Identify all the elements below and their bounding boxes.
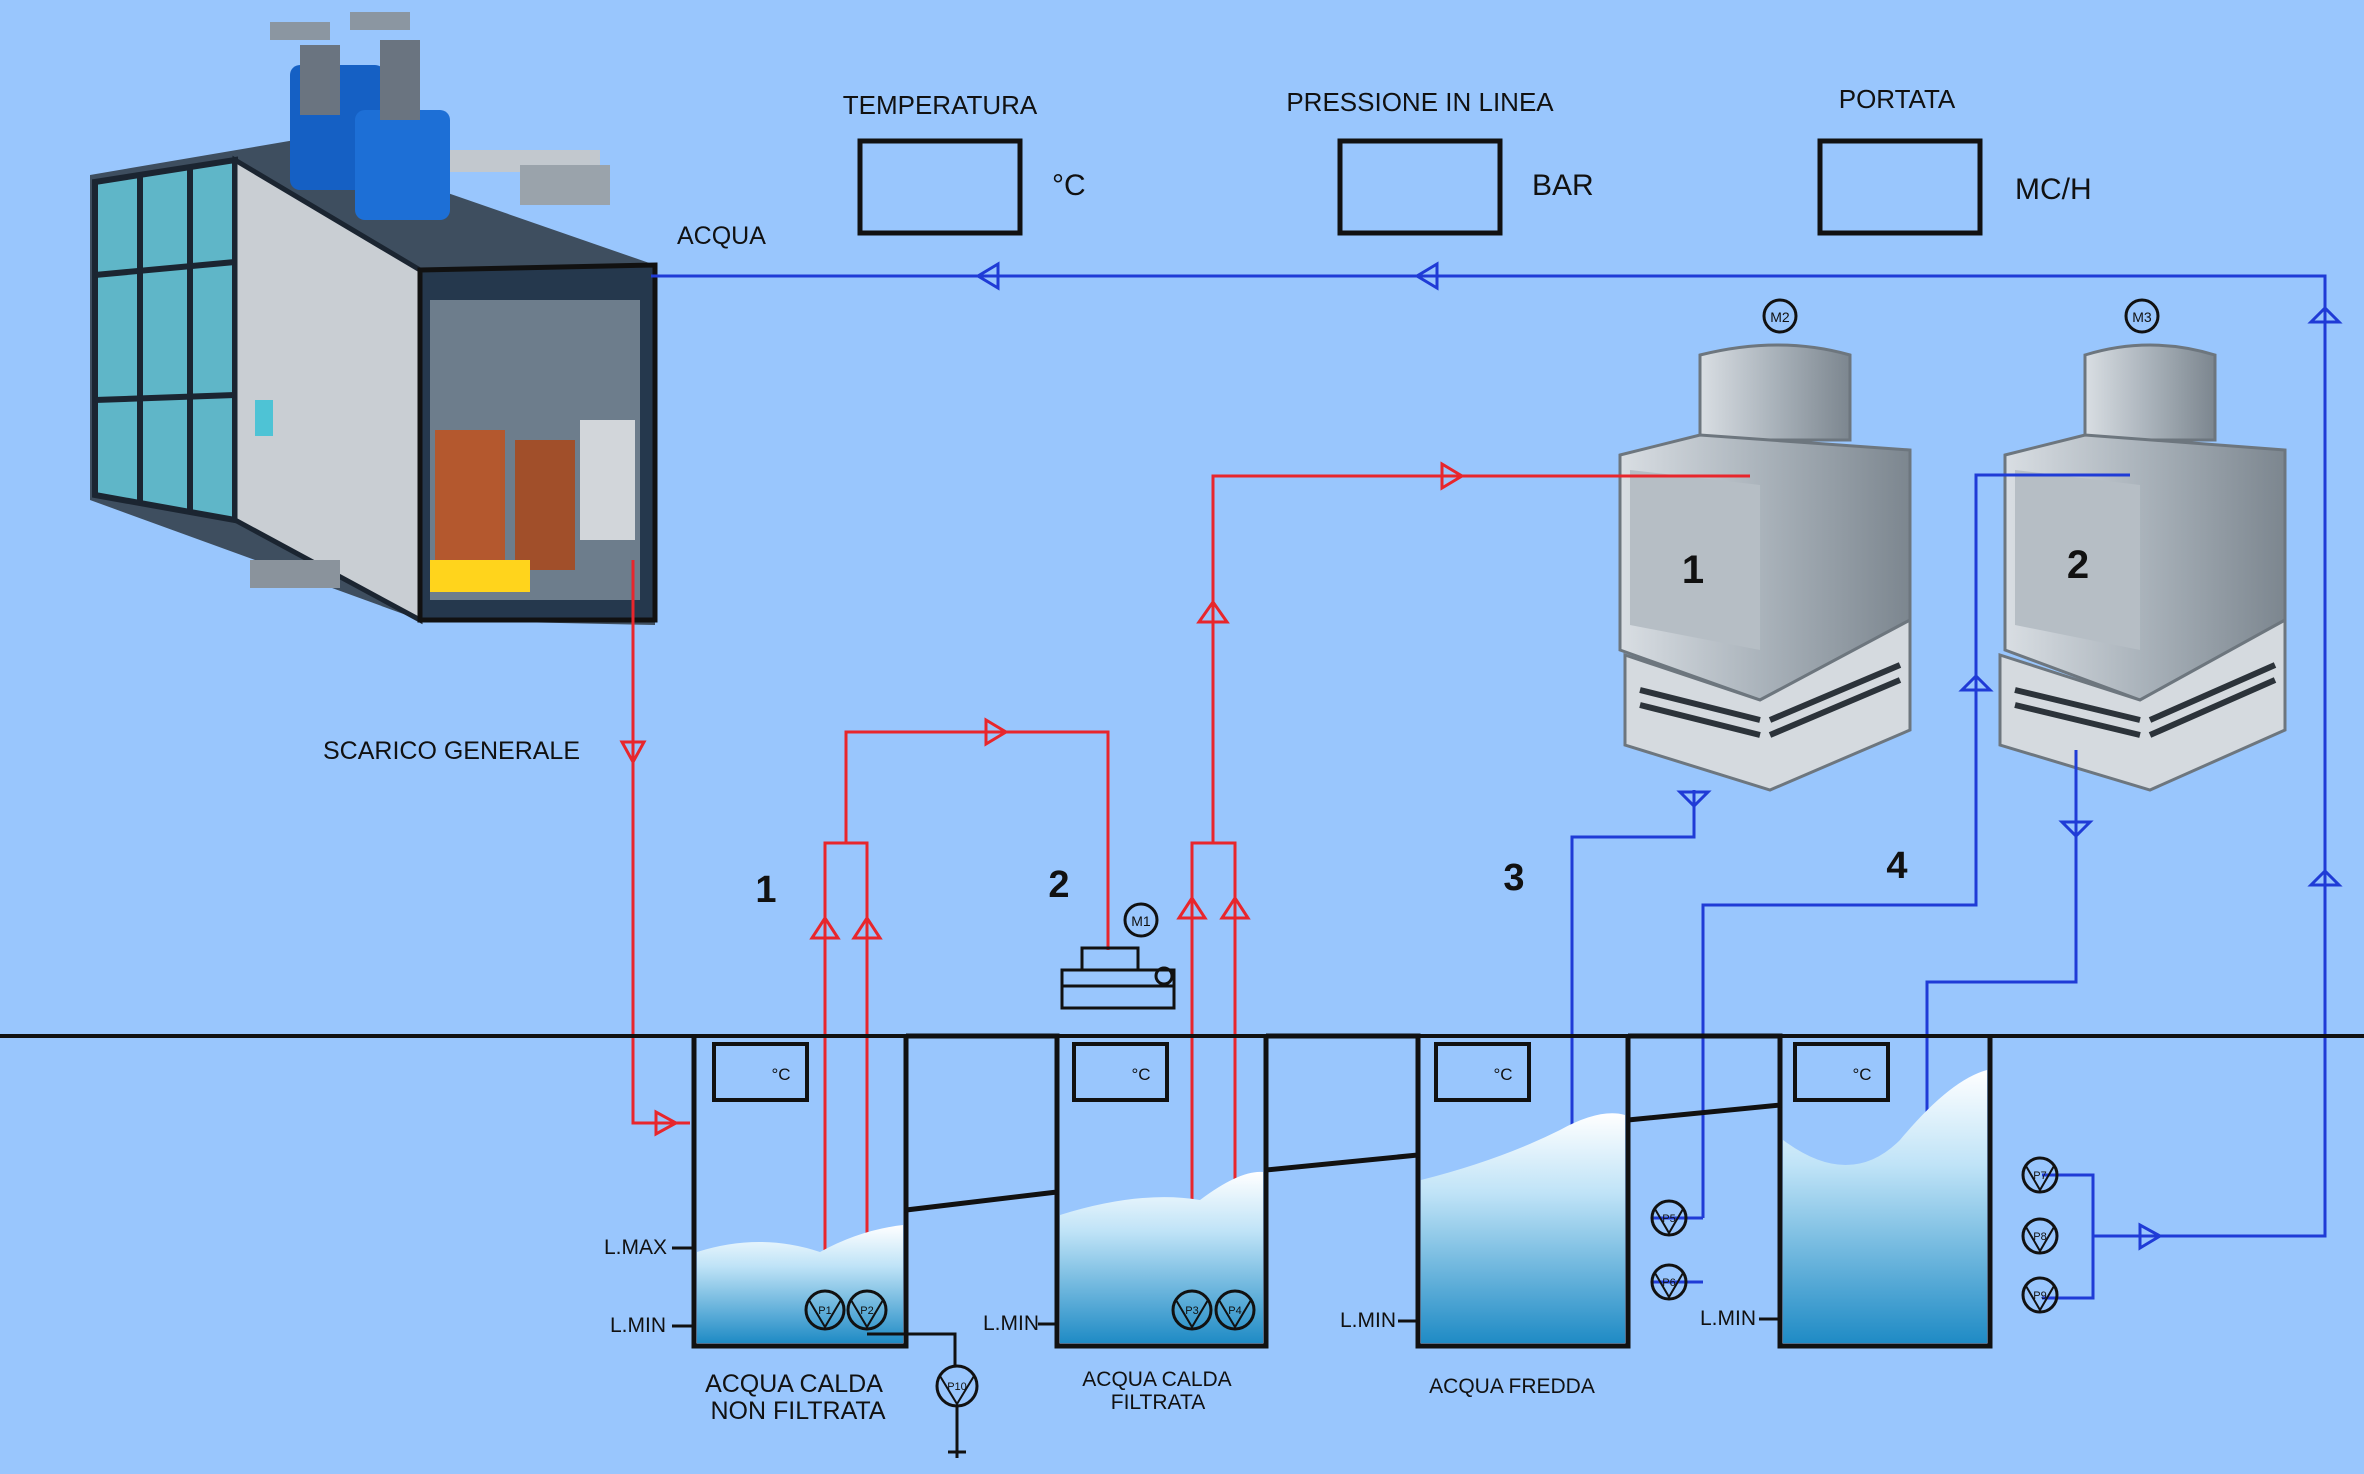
svg-text:P10: P10 [947, 1381, 967, 1393]
tank-temp-display-2: °C [1074, 1044, 1167, 1100]
svg-text:P9: P9 [2033, 1290, 2046, 1302]
svg-text:ACQUA CALDA: ACQUA CALDA [1082, 1368, 1231, 1391]
molding-machine-illustration [90, 12, 655, 625]
lmax-label: L.MAX [604, 1236, 667, 1259]
lmin-label: L.MIN [1700, 1307, 1756, 1330]
water-line-label: ACQUA [677, 222, 766, 250]
tank-water [697, 1070, 1987, 1343]
gauge-unit: BAR [1532, 169, 1594, 202]
gauge-unit: °C [1052, 169, 1086, 202]
svg-text:P8: P8 [2033, 1231, 2046, 1243]
drain-pump: P10 [867, 1334, 977, 1458]
cooling-tower-2: M3 2 [2000, 300, 2285, 790]
svg-text:P6: P6 [1662, 1277, 1675, 1289]
flow-gauge: PORTATA MC/H [1820, 84, 2092, 233]
tank-names: ACQUA CALDA NON FILTRATA ACQUA CALDA FIL… [705, 1368, 1595, 1425]
svg-text:4: 4 [1886, 845, 1907, 887]
svg-text:P2: P2 [860, 1305, 873, 1317]
drain-line-label: SCARICO GENERALE [323, 737, 580, 765]
tank-temp-display-1: °C [714, 1044, 807, 1100]
svg-text:P1: P1 [818, 1305, 831, 1317]
section-numbers: 1 2 3 4 [755, 845, 1907, 911]
tank-temp-display-4: °C [1795, 1044, 1888, 1100]
gauge-title: PORTATA [1839, 84, 1956, 114]
gauge-title: PRESSIONE IN LINEA [1286, 87, 1554, 117]
svg-text:NON FILTRATA: NON FILTRATA [711, 1397, 886, 1425]
cooling-tower-1: M2 1 [1620, 300, 1910, 790]
svg-text:ACQUA FREDDA: ACQUA FREDDA [1429, 1375, 1595, 1398]
lmin-label: L.MIN [983, 1312, 1039, 1335]
temperature-gauge: TEMPERATURA °C [843, 90, 1086, 233]
svg-text:P5: P5 [1662, 1213, 1675, 1225]
filter-unit: M1 [1062, 904, 1174, 1008]
svg-text:P3: P3 [1185, 1305, 1198, 1317]
svg-text:ACQUA CALDA: ACQUA CALDA [705, 1370, 883, 1398]
pump-p9: P9 [2023, 1278, 2057, 1312]
cold-water-lines [651, 276, 2325, 1298]
svg-text:3: 3 [1503, 857, 1524, 899]
tower-number: 1 [1682, 548, 1704, 592]
svg-text:°C: °C [1493, 1065, 1512, 1084]
svg-text:°C: °C [1852, 1065, 1871, 1084]
gauge-unit: MC/H [2015, 173, 2092, 206]
svg-text:°C: °C [1131, 1065, 1150, 1084]
lmin-label: L.MIN [1340, 1309, 1396, 1332]
gauge-title: TEMPERATURA [843, 90, 1038, 120]
tower-number: 2 [2067, 543, 2089, 587]
filter-motor-label: M1 [1131, 913, 1151, 929]
svg-text:P4: P4 [1228, 1305, 1241, 1317]
svg-text:P7: P7 [2033, 1170, 2046, 1182]
svg-text:1: 1 [755, 869, 776, 911]
pressure-gauge: PRESSIONE IN LINEA BAR [1286, 87, 1593, 233]
tower-motor-label: M2 [1770, 309, 1790, 325]
pump-p8: P8 [2023, 1219, 2057, 1253]
lmin-label: L.MIN [610, 1314, 666, 1337]
tank-temp-display-3: °C [1436, 1044, 1529, 1100]
svg-text:2: 2 [1048, 864, 1069, 906]
svg-text:°C: °C [771, 1065, 790, 1084]
svg-text:FILTRATA: FILTRATA [1111, 1391, 1206, 1414]
tower-motor-label: M3 [2132, 309, 2152, 325]
